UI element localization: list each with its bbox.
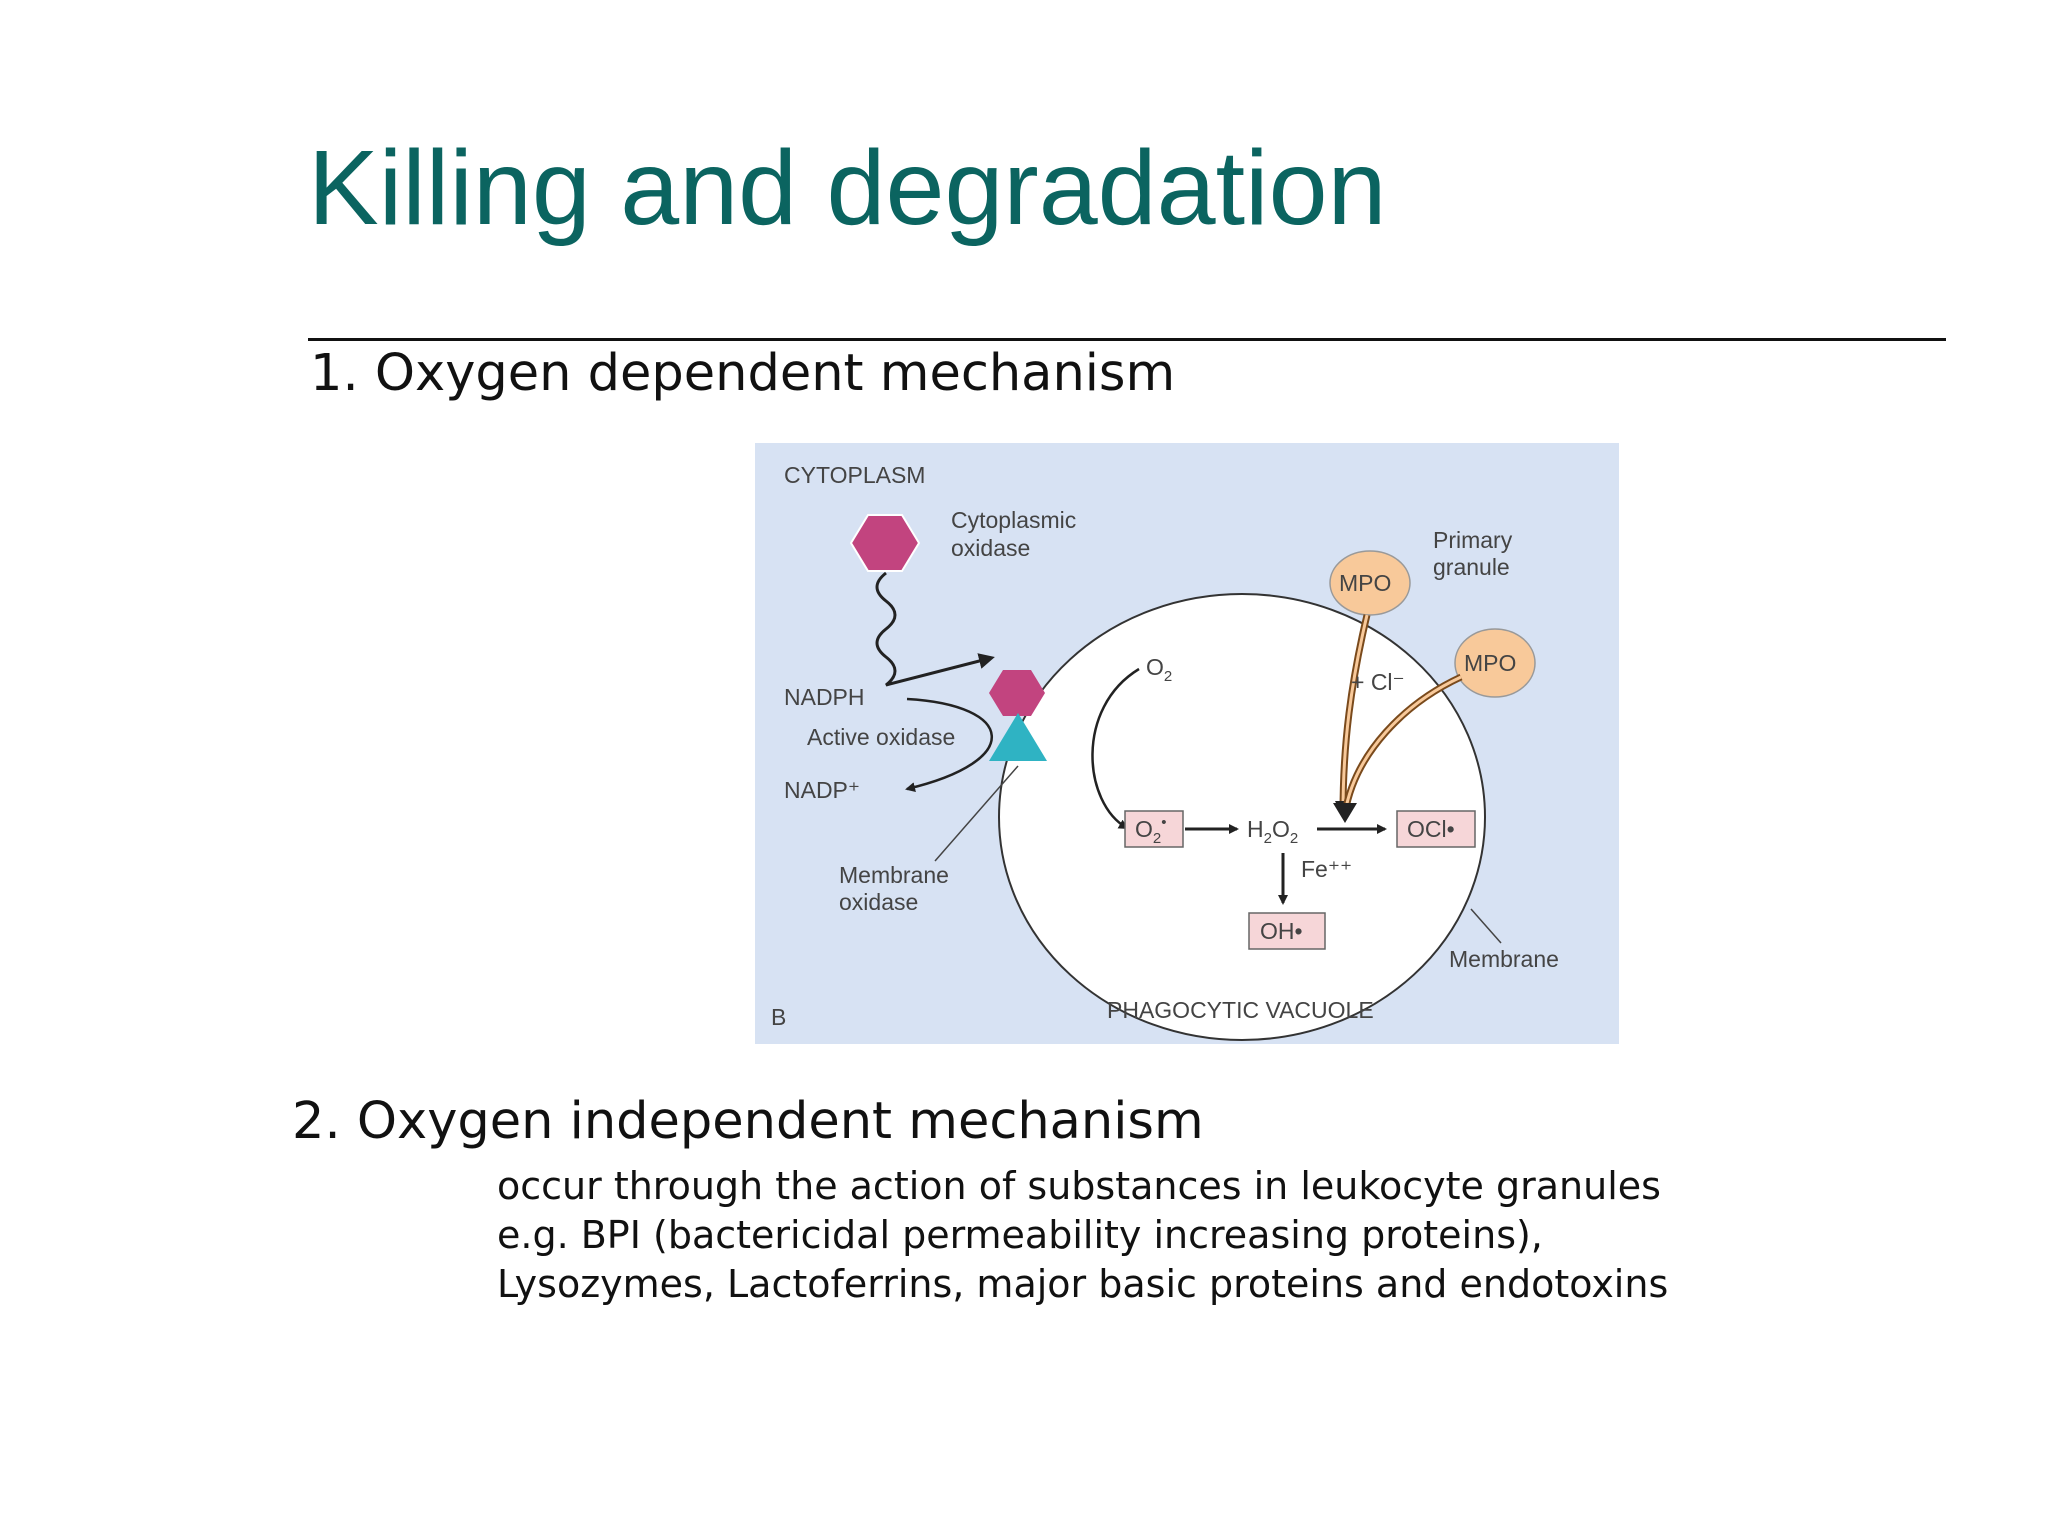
- title-divider: [308, 338, 1946, 341]
- svg-text:granule: granule: [1433, 554, 1510, 580]
- fe-label: Fe⁺⁺: [1301, 856, 1352, 882]
- mpo-right-arrow: [1343, 675, 1462, 814]
- active-oxidase-hexagon-icon: [989, 670, 1045, 716]
- svg-text:Cytoplasmic: Cytoplasmic: [951, 507, 1076, 533]
- mpo-merge-arrowhead: [1333, 803, 1357, 823]
- svg-text:Primary: Primary: [1433, 527, 1513, 553]
- membrane-oxidase-line2: oxidase: [839, 889, 918, 915]
- svg-text:oxidase: oxidase: [951, 535, 1030, 561]
- cytoplasmic-oxidase-line2: oxidase: [951, 535, 1030, 561]
- superoxide-box: [1124, 810, 1184, 848]
- cytoplasmic-oxidase-hexagon-icon: [849, 514, 921, 572]
- nadp-label: NADP⁺: [784, 777, 860, 803]
- svg-text:Membrane: Membrane: [839, 862, 949, 888]
- mpo-right-label: MPO: [1464, 650, 1516, 676]
- heading-oxygen-dependent: 1. Oxygen dependent mechanism: [310, 344, 1176, 403]
- cytoplasmic-oxidase-line1: Cytoplasmic: [951, 507, 1076, 533]
- description-line-1: occur through the action of substances i…: [497, 1164, 1661, 1208]
- chloride-label: + Cl⁻: [1351, 669, 1405, 695]
- slide-title: Killing and degradation: [308, 129, 1387, 247]
- oxygen-independent-description: occur through the action of substances i…: [497, 1162, 1668, 1309]
- active-oxidase-label: Active oxidase: [807, 724, 955, 750]
- cytoplasm-label: CYTOPLASM: [784, 462, 925, 488]
- mpo-granule-top: [1329, 550, 1411, 616]
- heading-oxygen-independent: 2. Oxygen independent mechanism: [292, 1092, 1204, 1151]
- hypochlorite-box: [1396, 810, 1476, 848]
- o2-label: O2: [1146, 654, 1172, 685]
- phagocytic-vacuole-circle: [998, 593, 1486, 1041]
- description-line-2: e.g. BPI (bactericidal permeability incr…: [497, 1213, 1543, 1257]
- mpo-granule-right: [1454, 628, 1536, 698]
- o2-to-superoxide-arrow: [1091, 667, 1140, 830]
- hydroxyl-box: [1248, 912, 1326, 950]
- h2o2-label: H2O2: [1247, 816, 1298, 847]
- nadph-label: NADPH: [784, 684, 865, 710]
- membrane-label: Membrane: [1449, 946, 1559, 972]
- oxidative-burst-diagram: CYTOPLASM Cytoplasmic oxidase NADPH Acti…: [755, 443, 1619, 1044]
- hydroxyl-label: OH•: [1260, 918, 1303, 944]
- phagocytic-vacuole-label: PHAGOCYTIC VACUOLE: [1107, 997, 1374, 1023]
- primary-granule-line2: granule: [1433, 554, 1510, 580]
- svg-text:oxidase: oxidase: [839, 889, 918, 915]
- membrane-pointer: [1470, 908, 1502, 944]
- mpo-top-arrow: [1335, 614, 1369, 817]
- primary-granule-line1: Primary: [1433, 527, 1513, 553]
- superoxide-label: O2•: [1135, 814, 1167, 847]
- nadph-to-nadp-arrow: [905, 697, 993, 793]
- translocation-wavy-arrow: [875, 571, 995, 687]
- membrane-oxidase-triangle-icon: [989, 713, 1047, 761]
- description-line-3: Lysozymes, Lactoferrins, major basic pro…: [497, 1262, 1669, 1306]
- hypochlorite-label: OCl•: [1407, 816, 1455, 842]
- membrane-oxidase-pointer: [934, 765, 1019, 862]
- mpo-top-label: MPO: [1339, 570, 1391, 596]
- membrane-oxidase-line1: Membrane: [839, 862, 949, 888]
- panel-letter: B: [771, 1004, 786, 1030]
